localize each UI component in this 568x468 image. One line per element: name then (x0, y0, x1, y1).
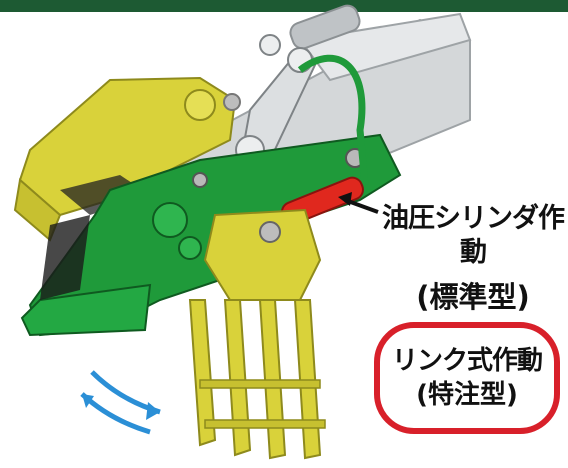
link-type-callout: リンク式作動 (特注型) (374, 322, 560, 434)
hydraulic-label-line1: 油圧シリンダ作動 (382, 203, 565, 268)
link-bars (235, 34, 317, 167)
hydraulic-hose (297, 54, 369, 186)
top-band (0, 0, 568, 12)
link-label-line2: (特注型) (416, 380, 518, 410)
swing-arrows (80, 370, 161, 435)
hydraulic-cylinder-label: 油圧シリンダ作動 (標準型) (378, 202, 568, 316)
pointer-arrow (338, 192, 379, 214)
link-label-line1: リンク式作動 (391, 346, 543, 376)
hydraulic-label-line2: (標準型) (416, 280, 530, 314)
yellow-tines (188, 208, 326, 460)
